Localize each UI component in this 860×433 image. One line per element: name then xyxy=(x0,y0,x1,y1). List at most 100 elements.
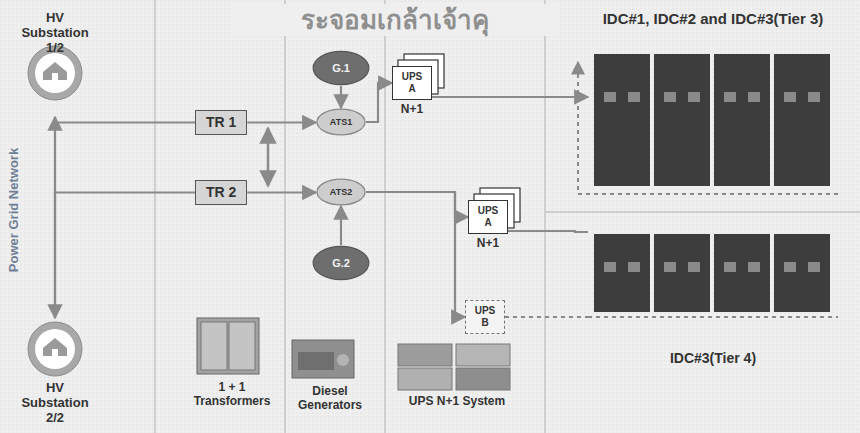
generator-photo xyxy=(298,352,334,370)
power-connector xyxy=(55,117,195,123)
node-text: TR 2 xyxy=(206,184,236,201)
substation-emblem xyxy=(35,329,75,369)
column-separator xyxy=(545,211,860,213)
column-caption: Diesel Generators xyxy=(282,384,378,412)
substation-node: HV Substation 2/2 xyxy=(10,318,100,427)
power-connector xyxy=(340,86,342,108)
server-rack xyxy=(604,92,616,102)
substation-emblem xyxy=(52,349,58,356)
ats-ellipse: ATS1 xyxy=(316,108,366,136)
server-rack xyxy=(604,262,616,272)
transformer-tie xyxy=(267,128,270,186)
server-rack xyxy=(654,54,710,186)
server-rack xyxy=(664,262,676,272)
server-rack xyxy=(654,234,710,312)
ats-ellipse: ATS2 xyxy=(316,178,366,206)
power-connector xyxy=(505,316,588,318)
server-rack xyxy=(808,262,820,272)
power-connector xyxy=(366,83,392,122)
column-caption: UPS N+1 System xyxy=(392,394,522,408)
column-caption: 1 + 1 Transformers xyxy=(186,380,278,408)
substation-emblem xyxy=(43,338,67,356)
power-connector xyxy=(55,193,195,319)
transformer-photo xyxy=(197,318,259,374)
ellipse-outline xyxy=(313,246,369,279)
power-connector xyxy=(432,96,588,98)
server-rack xyxy=(784,262,796,272)
column-separator xyxy=(544,0,546,433)
node-text: UPS A xyxy=(399,71,425,95)
redundancy-label: N+1 xyxy=(390,102,434,116)
rack-group: IDC#3(Tier 4) xyxy=(588,228,838,369)
node-text: UPS B xyxy=(472,305,498,329)
power-connector xyxy=(508,231,588,232)
ellipse-outline xyxy=(313,51,369,84)
transformer-photo xyxy=(201,322,227,370)
generator-photo xyxy=(337,354,349,366)
server-rack xyxy=(688,92,700,102)
server-rack xyxy=(774,234,830,312)
transformer-box: TR 2 xyxy=(195,180,247,205)
node-text: ATS2 xyxy=(330,187,352,198)
server-rack xyxy=(724,262,736,272)
grid-label: Power Grid Network xyxy=(6,110,22,310)
ups-box: UPS A xyxy=(392,66,432,100)
power-connector xyxy=(366,192,468,217)
generator-photo xyxy=(292,340,354,378)
ups-photo xyxy=(398,344,510,390)
server-rack xyxy=(664,92,676,102)
server-rack xyxy=(748,92,760,102)
server-rack xyxy=(688,262,700,272)
server-rack xyxy=(808,92,820,102)
node-text: UPS A xyxy=(475,205,501,229)
node-text: ATS1 xyxy=(330,117,352,128)
server-rack xyxy=(714,54,770,186)
dotted-feed xyxy=(578,62,838,194)
redundancy-label: N+1 xyxy=(466,236,510,250)
ups-box: UPS A xyxy=(468,200,508,234)
server-rack xyxy=(784,92,796,102)
column-separator xyxy=(154,0,156,433)
power-connector xyxy=(366,192,465,317)
server-rack xyxy=(748,262,760,272)
server-rack xyxy=(714,234,770,312)
generator-photo xyxy=(292,340,354,378)
server-rack xyxy=(724,92,736,102)
ups-photo xyxy=(398,368,452,390)
node-text: G.1 xyxy=(332,62,350,75)
substation-emblem xyxy=(52,73,58,80)
node-text: HV Substation 2/2 xyxy=(12,380,98,425)
power-connector xyxy=(247,121,316,123)
substation-emblem xyxy=(43,62,67,80)
ups-photo xyxy=(456,344,510,366)
column-separator xyxy=(284,0,286,433)
node-text: TR 1 xyxy=(206,114,236,131)
column-separator xyxy=(155,0,860,433)
substation-emblem xyxy=(35,53,75,93)
server-rack xyxy=(774,54,830,186)
transformer-photo xyxy=(229,322,255,370)
ups-photo xyxy=(398,344,452,366)
dotted-feed xyxy=(588,316,838,318)
column-separator xyxy=(384,0,386,433)
watermark: ระจอมเกล้าเจ้าคุ xyxy=(230,4,560,36)
server-rack xyxy=(628,262,640,272)
node-text: G.2 xyxy=(332,257,350,270)
server-rack xyxy=(594,54,830,312)
ellipse-outline xyxy=(317,179,365,205)
node-text: IDC#3(Tier 4) xyxy=(670,350,756,367)
rack-group: IDC#1, IDC#2 and IDC#3(Tier 3) xyxy=(588,8,838,170)
power-connector xyxy=(247,191,316,193)
ellipse-outline xyxy=(317,109,365,135)
substation-node: HV Substation 1/2 xyxy=(10,8,100,117)
server-rack xyxy=(594,54,650,186)
server-rack xyxy=(628,92,640,102)
generator-ellipse: G.1 xyxy=(312,50,370,86)
transformer-tie xyxy=(267,128,270,186)
node-text: IDC#1, IDC#2 and IDC#3(Tier 3) xyxy=(603,10,824,28)
